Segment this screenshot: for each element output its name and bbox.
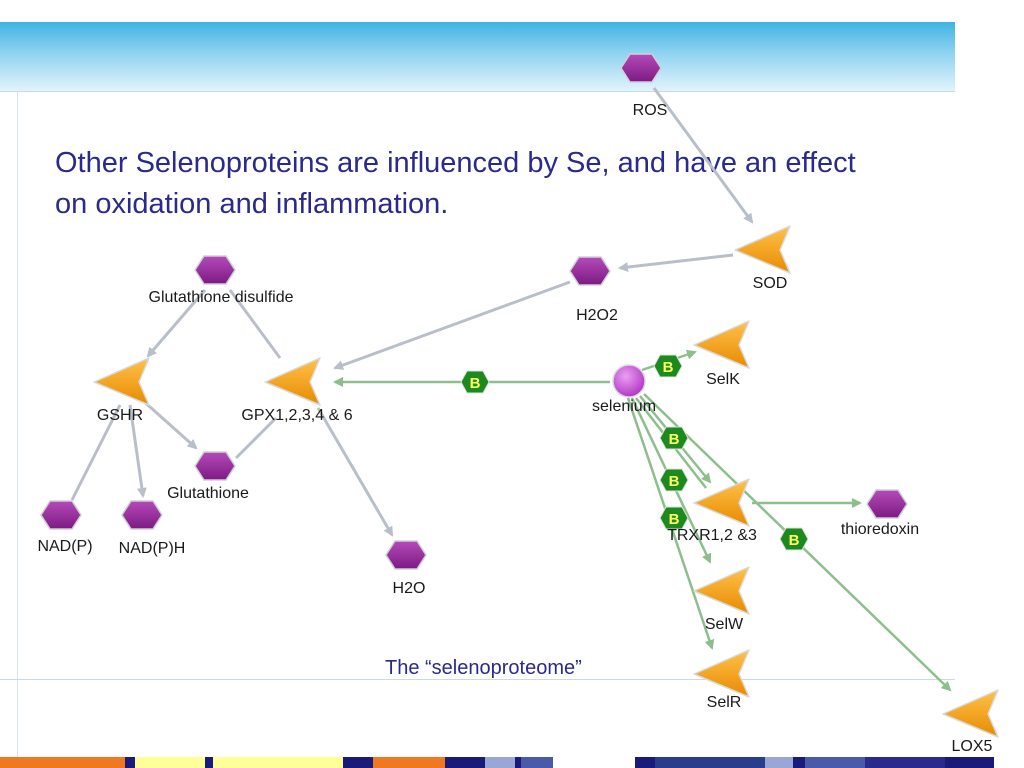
bar-segment — [135, 757, 205, 768]
enzyme-sod[interactable] — [734, 225, 791, 274]
molecule-h2o[interactable] — [385, 540, 427, 570]
binding-badge[interactable]: B — [659, 426, 689, 450]
label-h2o2: H2O2 — [576, 307, 618, 324]
enzyme-trxr[interactable] — [693, 478, 750, 527]
label-sod: SOD — [753, 275, 788, 292]
bar-segment — [485, 757, 515, 768]
bar-segment — [283, 757, 343, 768]
edge-gshr-nadp — [70, 404, 122, 501]
molecule-glutathione-disulfide[interactable] — [194, 255, 236, 285]
label-lox5: LOX5 — [952, 738, 993, 755]
diagram-caption: The “selenoproteome” — [385, 657, 582, 679]
binding-badge-label: B — [669, 431, 680, 448]
bar-segment — [765, 757, 793, 768]
bar-segment — [553, 757, 635, 768]
enzyme-selr[interactable] — [693, 649, 750, 698]
molecule-ros[interactable] — [620, 53, 662, 83]
label-ros: ROS — [633, 102, 668, 119]
edge-gsd-gpx — [228, 289, 282, 359]
label-selk: SelK — [706, 371, 740, 388]
bar-segment — [0, 757, 115, 768]
bar-segment — [521, 757, 553, 768]
binding-badge-label: B — [663, 359, 674, 376]
bar-segment — [655, 757, 765, 768]
divider-top — [0, 91, 955, 92]
edge-h2o2-gpx — [333, 280, 571, 370]
edge-gshr-glutathione — [139, 396, 198, 450]
binding-badge[interactable]: B — [659, 468, 689, 492]
bar-segment — [515, 757, 521, 768]
enzyme-selw[interactable] — [693, 566, 750, 615]
divider-left — [17, 91, 18, 768]
label-nadph: NAD(P)H — [119, 540, 186, 557]
molecule-h2o2[interactable] — [569, 256, 611, 286]
binding-badge-label: B — [669, 511, 680, 528]
bar-segment — [805, 757, 865, 768]
bar-segment — [115, 757, 125, 768]
label-thioredoxin: thioredoxin — [841, 521, 919, 538]
molecule-selenium[interactable] — [612, 364, 646, 398]
bar-segment — [125, 757, 135, 768]
label-gshr: GSHR — [97, 407, 143, 424]
binding-badge[interactable]: B — [460, 370, 490, 394]
edge-gshr-nadph — [128, 404, 147, 498]
label-trxr: TRXR1,2 &3 — [667, 527, 757, 544]
gray-edges — [70, 87, 862, 537]
binding-badge[interactable]: B — [659, 506, 689, 530]
edge-gsd-gshr — [146, 289, 207, 358]
label-gpx: GPX1,2,3,4 & 6 — [241, 407, 352, 424]
molecule-glutathione[interactable] — [194, 451, 236, 481]
bar-segment — [945, 757, 994, 768]
binding-badge[interactable]: B — [779, 527, 809, 551]
bar-segment — [793, 757, 805, 768]
header-band — [0, 22, 955, 91]
bar-segment — [205, 757, 213, 768]
binding-badge-label: B — [789, 532, 800, 549]
enzyme-gpx[interactable] — [264, 357, 321, 406]
edge-sod-h2o2 — [618, 253, 734, 273]
bar-segment — [635, 757, 655, 768]
edge-gpx-glutathione — [234, 416, 278, 460]
label-glutathione-disulfide: Glutathione disulfide — [149, 289, 294, 306]
edge-ros-sod — [652, 87, 754, 224]
label-selw: SelW — [705, 616, 744, 633]
label-h2o: H2O — [393, 580, 426, 597]
enzyme-lox5[interactable] — [942, 689, 999, 738]
divider-bottom — [0, 679, 955, 680]
bar-segment — [445, 757, 485, 768]
label-glutathione: Glutathione — [167, 485, 249, 502]
bar-segment — [343, 757, 373, 768]
bar-segment — [865, 757, 945, 768]
molecule-thioredoxin[interactable] — [866, 489, 908, 519]
binding-badge-label: B — [470, 375, 481, 392]
enzyme-selk[interactable] — [693, 320, 750, 369]
edge-gpx-h2o — [316, 407, 394, 537]
binding-badge-label: B — [669, 473, 680, 490]
label-selr: SelR — [707, 694, 742, 711]
enzyme-gshr[interactable] — [93, 357, 150, 406]
molecule-nadp[interactable] — [40, 500, 82, 530]
binding-badge[interactable]: B — [653, 354, 683, 378]
bar-segment — [373, 757, 445, 768]
bottom-color-bar — [0, 757, 1024, 768]
molecule-nadph[interactable] — [121, 500, 163, 530]
label-nadp: NAD(P) — [37, 538, 92, 555]
slide-title: Other Selenoproteins are influenced by S… — [55, 147, 856, 220]
label-selenium: selenium — [592, 398, 656, 415]
bar-segment — [213, 757, 283, 768]
